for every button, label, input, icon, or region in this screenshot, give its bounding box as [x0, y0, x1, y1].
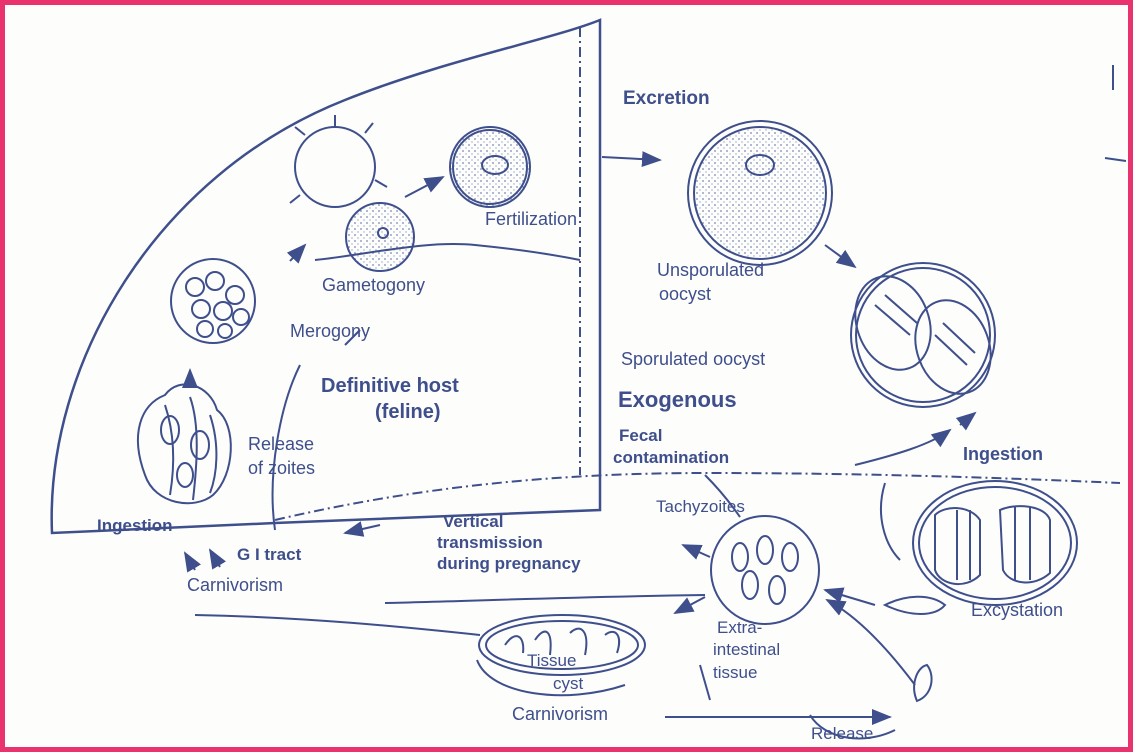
label-merogony: Merogony — [290, 322, 370, 341]
label-oocyst: oocyst — [659, 285, 711, 304]
free-zoite — [885, 597, 945, 614]
label-sporulated-oocyst: Sporulated oocyst — [621, 350, 765, 369]
label-ingestion-right: Ingestion — [963, 445, 1043, 464]
label-transmission: transmission — [437, 534, 543, 552]
label-intestinal: intestinal — [713, 641, 780, 659]
released-zoite — [914, 665, 931, 701]
excysting-oocyst — [913, 481, 1077, 605]
label-ingestion-left: Ingestion — [97, 517, 173, 535]
label-carnivorism-left: Carnivorism — [187, 576, 283, 595]
label-excretion: Excretion — [623, 89, 710, 109]
label-contamination: contamination — [613, 449, 729, 467]
label-during-pregnancy: during pregnancy — [437, 555, 581, 573]
label-release: Release — [248, 435, 314, 454]
life-cycle-artwork — [5, 5, 1128, 747]
microgametocyte — [295, 127, 375, 207]
label-extra: Extra- — [717, 619, 762, 637]
label-fecal: Fecal — [619, 427, 662, 445]
label-carnivorism-bottom: Carnivorism — [512, 705, 608, 724]
sporulated-oocyst-drawing — [851, 263, 995, 407]
label-exogenous: Exogenous — [618, 388, 737, 411]
label-fertilization: Fertilization — [485, 210, 577, 229]
label-tissue-cyst: Tissue — [527, 652, 576, 670]
label-definitive-host: Definitive host — [321, 376, 459, 397]
label-gametogony: Gametogony — [322, 276, 425, 295]
label-excystation: Excystation — [971, 601, 1063, 620]
label-vertical: Vertical — [443, 513, 504, 531]
label-cyst: cyst — [553, 675, 583, 693]
label-of-zoites: of zoites — [248, 459, 315, 478]
label-unsporulated: Unsporulated — [657, 261, 764, 280]
label-feline: (feline) — [375, 402, 441, 423]
zygote — [450, 127, 530, 207]
label-release-bottom: Release — [811, 725, 873, 743]
label-gi-tract: G I tract — [237, 546, 301, 564]
tachyzoite-cell — [711, 516, 819, 624]
label-tissue: tissue — [713, 664, 757, 682]
label-tachyzoites: Tachyzoites — [656, 498, 745, 516]
